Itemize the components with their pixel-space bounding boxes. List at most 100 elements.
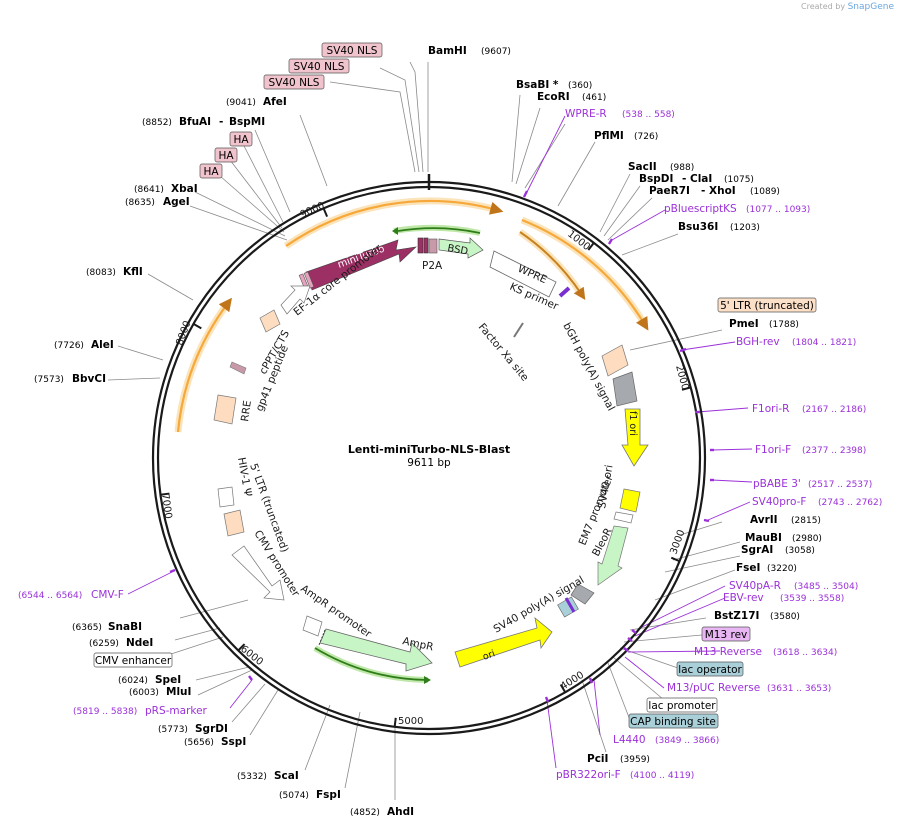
primer-sv40pa-r-range: (3485 .. 3504) bbox=[794, 582, 858, 592]
label-f1-ori: f1 ori bbox=[627, 411, 638, 436]
site-kfli-pos: (8083) bbox=[86, 268, 116, 278]
site-xhoi: XhoI bbox=[709, 185, 736, 197]
site-xbai: XbaI bbox=[171, 183, 198, 195]
site-pflmi: PflMI bbox=[594, 130, 624, 142]
primer-pbr322ori-f-range: (4100 .. 4119) bbox=[630, 771, 694, 781]
hiv-psi-box bbox=[217, 486, 235, 508]
box-sv40-nls-3: SV40 NLS bbox=[269, 77, 320, 89]
tick-mark-5000 bbox=[393, 717, 397, 727]
site-ecori-pos: (461) bbox=[582, 93, 606, 103]
primer-m13-reverse: M13 Reverse bbox=[694, 646, 762, 658]
site-sacii-pos: (988) bbox=[670, 163, 694, 173]
primer-pbabe3-range: (2517 .. 2537) bbox=[808, 480, 872, 490]
tick-label-9000: 9000 bbox=[299, 200, 327, 220]
rre-box bbox=[213, 394, 237, 425]
box-5ltr: 5' LTR (truncated) bbox=[720, 300, 814, 312]
primer-prs-marker-range: (5819 .. 5838) bbox=[73, 707, 137, 717]
site-pcii: PciI bbox=[587, 753, 608, 765]
tick-label-5000: 5000 bbox=[398, 716, 423, 727]
ks-primer-bar bbox=[558, 286, 571, 298]
snapgene-credit: Created by SnapGene bbox=[801, 2, 894, 12]
miniturbo-arrow bbox=[305, 239, 417, 291]
tick-label-7000: 7000 bbox=[159, 493, 173, 520]
site-avrii-pos: (2815) bbox=[791, 516, 821, 526]
bsd-arrow bbox=[438, 237, 484, 259]
site-bbvci: BbvCI bbox=[72, 373, 106, 385]
box-ha-3: HA bbox=[203, 166, 219, 178]
box-cap-binding-site: CAP binding site bbox=[630, 716, 716, 728]
label-ori: ori bbox=[481, 648, 496, 663]
bleor-arrow bbox=[597, 525, 629, 586]
site-bstz17i: BstZ17I bbox=[714, 610, 759, 622]
site-kfli: KflI bbox=[123, 266, 143, 278]
primer-wpre-r-range: (538 .. 558) bbox=[622, 110, 675, 120]
svg-text:-: - bbox=[682, 173, 686, 185]
box-cmv-enhancer: CMV enhancer bbox=[95, 655, 172, 667]
wpre-box bbox=[489, 250, 557, 298]
site-fspi: FspI bbox=[316, 789, 341, 801]
primer-cmv-f-range: (6544 .. 6564) bbox=[18, 591, 82, 601]
tick-label-3000: 3000 bbox=[668, 528, 687, 556]
site-bspdi: BspDI bbox=[639, 173, 673, 185]
site-pcii-pos: (3959) bbox=[620, 755, 650, 765]
site-agei-pos: (8635) bbox=[125, 198, 155, 208]
site-bsu36i-pos: (1203) bbox=[730, 223, 760, 233]
primer-ebv-rev: EBV-rev bbox=[723, 592, 764, 604]
label-hiv-psi: HIV-1 Ψ bbox=[235, 456, 254, 497]
tick-mark-4000 bbox=[559, 684, 567, 693]
site-ecori: EcoRI bbox=[537, 91, 570, 103]
primer-bgh-rev: BGH-rev bbox=[736, 336, 780, 348]
ori-arrow bbox=[454, 616, 553, 668]
ampr-promoter-box bbox=[302, 615, 323, 637]
site-afei: AfeI bbox=[263, 96, 287, 108]
tick-mark-6000 bbox=[237, 643, 246, 652]
box-sv40-nls-2: SV40 NLS bbox=[294, 61, 345, 73]
site-xhoi-pos: (1089) bbox=[750, 187, 780, 197]
cppt-box bbox=[259, 309, 281, 333]
svg-text:-: - bbox=[219, 116, 223, 128]
primer-sv40pa-r: SV40pA-R bbox=[729, 580, 781, 592]
site-sgrdi-pos: (5773) bbox=[158, 725, 188, 735]
site-paer7i: PaeR7I bbox=[649, 185, 690, 197]
plasmid-title: Lenti-miniTurbo-NLS-Blast 9611 bp bbox=[348, 443, 510, 469]
site-pmei: PmeI bbox=[729, 318, 759, 330]
primer-pbluescriptks-range: (1077 .. 1093) bbox=[746, 205, 810, 215]
p2a-box bbox=[428, 238, 438, 254]
tick-mark-7000 bbox=[160, 492, 170, 496]
site-alei-pos: (7726) bbox=[54, 341, 84, 351]
tick-marks bbox=[160, 174, 691, 727]
bgh-polya-box bbox=[601, 344, 629, 377]
snapgene-logo: SnapGene bbox=[847, 2, 894, 12]
site-fsei-pos: (3220) bbox=[767, 564, 797, 574]
primer-wpre-r: WPRE-R bbox=[565, 108, 607, 120]
site-sspi-pos: (5656) bbox=[184, 738, 214, 748]
tick-mark-8000 bbox=[193, 323, 202, 330]
site-labels: BamHI (9607) BsaBI * (360) EcoRI (461) P… bbox=[34, 45, 822, 818]
svg-text:-: - bbox=[701, 185, 705, 197]
tick-mark-1000 bbox=[587, 242, 595, 251]
ltr-box bbox=[223, 509, 245, 537]
box-lac-promoter: lac promoter bbox=[648, 700, 716, 712]
site-bsabi: BsaBI * bbox=[516, 79, 559, 91]
box-ha-1: HA bbox=[233, 134, 249, 146]
site-ndei: NdeI bbox=[126, 637, 153, 649]
site-sgrai-pos: (3058) bbox=[785, 546, 815, 556]
primer-pbabe3: pBABE 3' bbox=[753, 478, 801, 490]
primer-m13puc-reverse: M13/pUC Reverse bbox=[667, 682, 760, 694]
site-afei-pos: (9041) bbox=[226, 98, 256, 108]
primer-pbluescriptks: pBluescriptKS bbox=[664, 203, 737, 215]
site-bamhi: BamHI bbox=[428, 45, 467, 57]
primer-ticks bbox=[169, 190, 714, 703]
site-scai: ScaI bbox=[274, 770, 299, 782]
box-lac-operator: lac operator bbox=[678, 664, 742, 676]
site-bstz17i-pos: (3580) bbox=[770, 612, 800, 622]
plasmid-name: Lenti-miniTurbo-NLS-Blast bbox=[348, 443, 510, 456]
label-p2a: P2A bbox=[422, 260, 443, 272]
primer-sv40pro-f: SV40pro-F bbox=[752, 496, 806, 508]
primer-f1ori-f: F1ori-F bbox=[755, 444, 791, 456]
site-fspi-pos: (5074) bbox=[279, 791, 309, 801]
site-mlui-pos: (6003) bbox=[129, 688, 159, 698]
site-agei: AgeI bbox=[163, 196, 190, 208]
label-rre: RRE bbox=[239, 400, 254, 423]
